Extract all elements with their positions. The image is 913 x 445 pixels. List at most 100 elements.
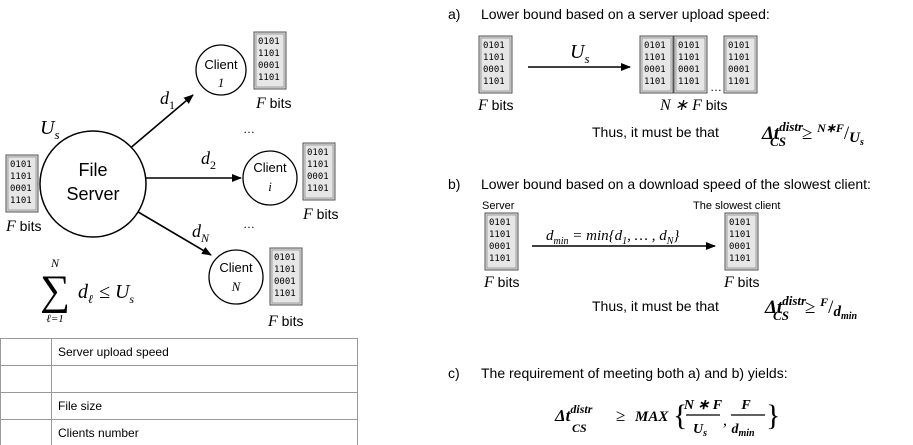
svg-text:0101: 0101: [729, 218, 751, 228]
file-server-label-1: File: [78, 160, 107, 180]
client-1-node: [195, 44, 247, 96]
svg-text:0001: 0001: [644, 65, 666, 75]
svg-text:0001: 0001: [307, 172, 329, 182]
section-a-right-bits: N ∗ F bits: [659, 97, 728, 114]
svg-text:0001: 0001: [258, 61, 280, 71]
section-b-server-block: 0101 1101 0001 1101: [484, 212, 519, 271]
svg-text:1101: 1101: [678, 77, 700, 87]
svg-text:0101: 0101: [258, 37, 280, 47]
svg-text:Us: Us: [693, 422, 707, 439]
sum-constraint: N ∑ ℓ=1 dℓ≤ Us: [40, 256, 134, 325]
svg-text:dmin: dmin: [731, 422, 755, 439]
svg-text:1101: 1101: [728, 77, 750, 87]
svg-text:1101: 1101: [489, 230, 511, 240]
svg-text:0101: 0101: [644, 41, 666, 51]
section-b-client-block: 0101 1101 0001 1101: [724, 212, 759, 271]
server-file-block: 0101 1101 0001 1101: [5, 154, 39, 213]
svg-text:0101: 0101: [307, 148, 329, 158]
svg-text:0101: 0101: [274, 253, 296, 263]
svg-text:1101: 1101: [729, 230, 751, 240]
link-label-dn: dN: [192, 221, 210, 245]
svg-text:,: ,: [723, 412, 727, 429]
section-a-heading: Lower bound based on a server upload spe…: [481, 6, 770, 22]
section-a-left-bits: F bits: [477, 97, 513, 114]
legend-row: File size: [0, 392, 358, 420]
legend-label: Clients number: [51, 419, 358, 445]
file-server-node: [39, 130, 147, 238]
section-c-formula: Δtdistr CS ≥ MAX { N ∗ F Us , F dmin }: [554, 398, 780, 439]
legend-label: [51, 365, 358, 393]
client-1-index: 1: [218, 75, 225, 90]
client-1-bits: F bits: [255, 95, 291, 112]
legend-symbol: [0, 392, 52, 420]
svg-text:1101: 1101: [678, 53, 700, 63]
svg-text:1101: 1101: [729, 254, 751, 264]
client-n-node: [208, 249, 264, 305]
section-a-conclusion: Thus, it must be that: [592, 124, 719, 140]
svg-text:{: {: [673, 399, 687, 432]
ellipsis-lower: …: [243, 217, 255, 231]
svg-text:1101: 1101: [274, 289, 296, 299]
section-b-server-label: Server: [482, 200, 515, 212]
section-b-left-bits: F bits: [483, 274, 519, 291]
legend-row: Clients number: [0, 419, 358, 445]
svg-text:0001: 0001: [678, 65, 700, 75]
svg-text:0001: 0001: [483, 65, 505, 75]
svg-text:1101: 1101: [10, 172, 32, 182]
upload-speed-label: Us: [40, 117, 60, 142]
client-i-file-block: 0101 1101 0001 1101: [302, 142, 336, 201]
client-i-bits: F bits: [302, 206, 338, 223]
svg-text:CS: CS: [572, 421, 587, 435]
client-1-label: Client: [204, 57, 238, 72]
svg-text:0101: 0101: [10, 160, 32, 170]
svg-text:0101: 0101: [678, 41, 700, 51]
svg-text:}: }: [766, 399, 780, 432]
svg-text:0101: 0101: [489, 218, 511, 228]
section-b-arrow-formula: dmin = min{d1, … , dN}: [546, 228, 679, 247]
svg-text:≥: ≥: [616, 406, 625, 425]
legend-symbol: [0, 419, 52, 445]
legend-symbol: [0, 365, 52, 393]
section-c-heading: The requirement of meeting both a) and b…: [481, 365, 788, 381]
legend-label: File size: [51, 392, 358, 420]
svg-text:ℓ=1: ℓ=1: [46, 313, 64, 325]
svg-text:1101: 1101: [728, 53, 750, 63]
svg-text:N ∗ F: N ∗ F: [683, 398, 723, 413]
svg-text:1101: 1101: [307, 160, 329, 170]
svg-text:1101: 1101: [258, 73, 280, 83]
section-b-heading: Lower bound based on a download speed of…: [481, 176, 871, 192]
legend-row: [0, 365, 358, 393]
svg-text:1101: 1101: [307, 184, 329, 194]
section-b-client-label: The slowest client: [693, 200, 780, 212]
client-i-label: Client: [253, 160, 287, 175]
svg-text:…: …: [710, 80, 722, 94]
section-b-right-bits: F bits: [723, 274, 759, 291]
svg-text:1101: 1101: [258, 49, 280, 59]
svg-text:N: N: [50, 256, 60, 270]
client-i-node: [242, 150, 298, 206]
svg-text:MAX: MAX: [634, 409, 669, 425]
legend-table: Server upload speed File size Clients nu…: [0, 338, 358, 445]
section-a-marker: a): [448, 6, 460, 22]
svg-text:0101: 0101: [483, 41, 505, 51]
link-label-d2: d2: [201, 148, 216, 172]
client-n-index: N: [231, 279, 242, 294]
svg-text:0001: 0001: [489, 242, 511, 252]
link-arrow-client-1: [127, 94, 194, 151]
client-n-label: Client: [219, 260, 253, 275]
link-label-d1: d1: [160, 88, 175, 112]
svg-text:0001: 0001: [729, 242, 751, 252]
svg-text:1101: 1101: [274, 265, 296, 275]
legend-row: Server upload speed: [0, 338, 358, 366]
svg-text:Δtdistr: Δtdistr: [554, 402, 593, 425]
svg-text:1101: 1101: [10, 196, 32, 206]
svg-text:0001: 0001: [274, 277, 296, 287]
client-n-file-block: 0101 1101 0001 1101: [269, 247, 303, 306]
section-b-marker: b): [448, 176, 460, 192]
svg-text:1101: 1101: [644, 53, 666, 63]
svg-text:0101: 0101: [728, 41, 750, 51]
ellipsis-upper: …: [243, 122, 255, 136]
file-server-label-2: Server: [66, 184, 119, 204]
